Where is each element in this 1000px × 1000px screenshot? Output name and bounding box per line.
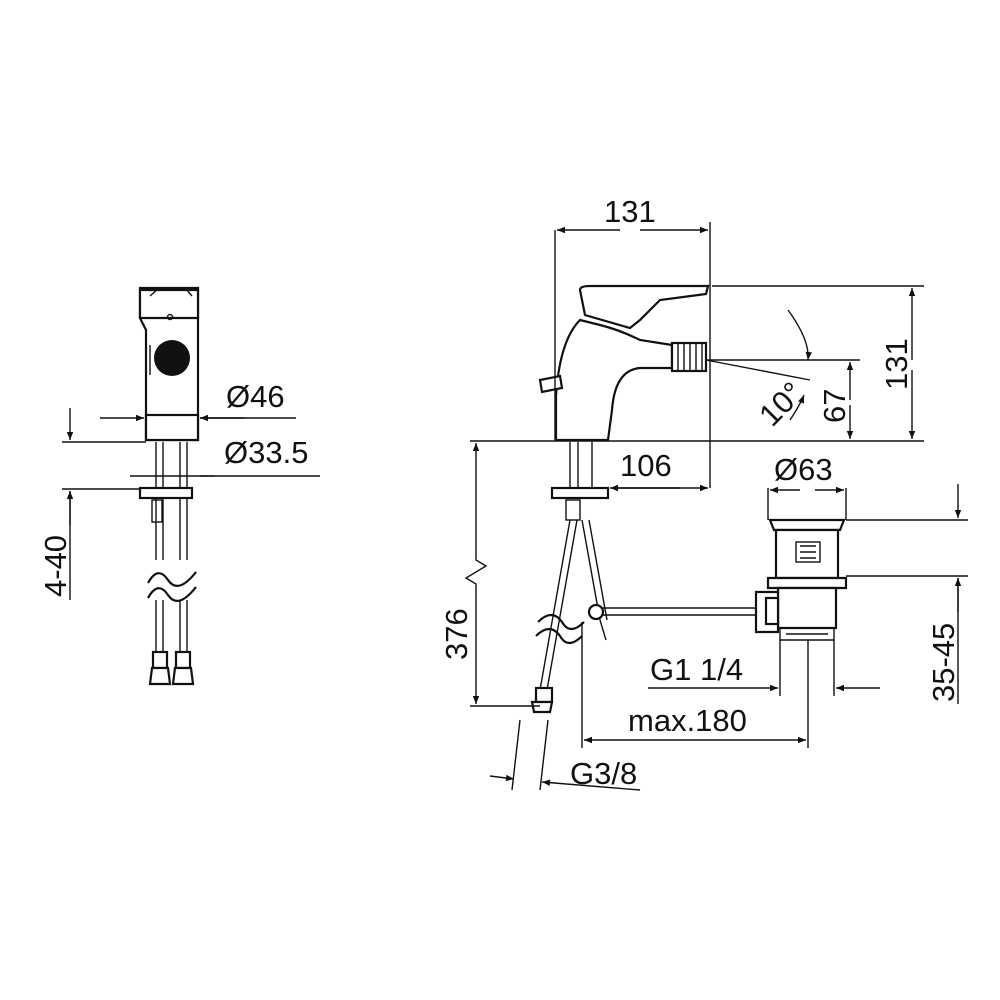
front-mixer-body — [554, 318, 674, 442]
front-popup-knob — [538, 374, 564, 394]
front-spout-angle-label: 10° — [752, 375, 810, 433]
side-hoses — [147, 442, 197, 655]
front-hose-length-label: 376 — [439, 608, 474, 660]
front-waste-height-label: 35-45 — [926, 623, 961, 702]
front-waste-assembly — [754, 518, 848, 641]
side-deck-thickness-label: 4-40 — [38, 535, 73, 597]
side-diameter-shank-label: Ø33.5 — [224, 435, 308, 470]
front-waste-thread-label: G1 1/4 — [650, 652, 743, 687]
front-waste-diameter-label: Ø63 — [774, 452, 833, 487]
front-spout-height-label: 67 — [817, 389, 852, 423]
front-hose-thread-label: G3/8 — [570, 756, 637, 791]
side-view: Ø46 Ø33.5 4-40 — [38, 286, 320, 686]
front-rod-length-label: max.180 — [628, 703, 747, 738]
front-aerator — [670, 341, 708, 373]
front-lever — [578, 284, 710, 330]
front-view: 131 131 67 10° 106 376 G3/8 — [439, 194, 968, 791]
side-diameter-base-label: Ø46 — [226, 379, 285, 414]
front-hoses — [530, 519, 608, 714]
front-height-label: 131 — [879, 338, 914, 390]
side-hose-fittings — [148, 650, 195, 686]
front-width-label: 131 — [604, 194, 656, 229]
front-spout-reach-label: 106 — [620, 448, 672, 483]
side-lever — [138, 288, 200, 320]
side-aerator-icon — [154, 340, 190, 376]
front-popup-rod — [587, 603, 760, 641]
